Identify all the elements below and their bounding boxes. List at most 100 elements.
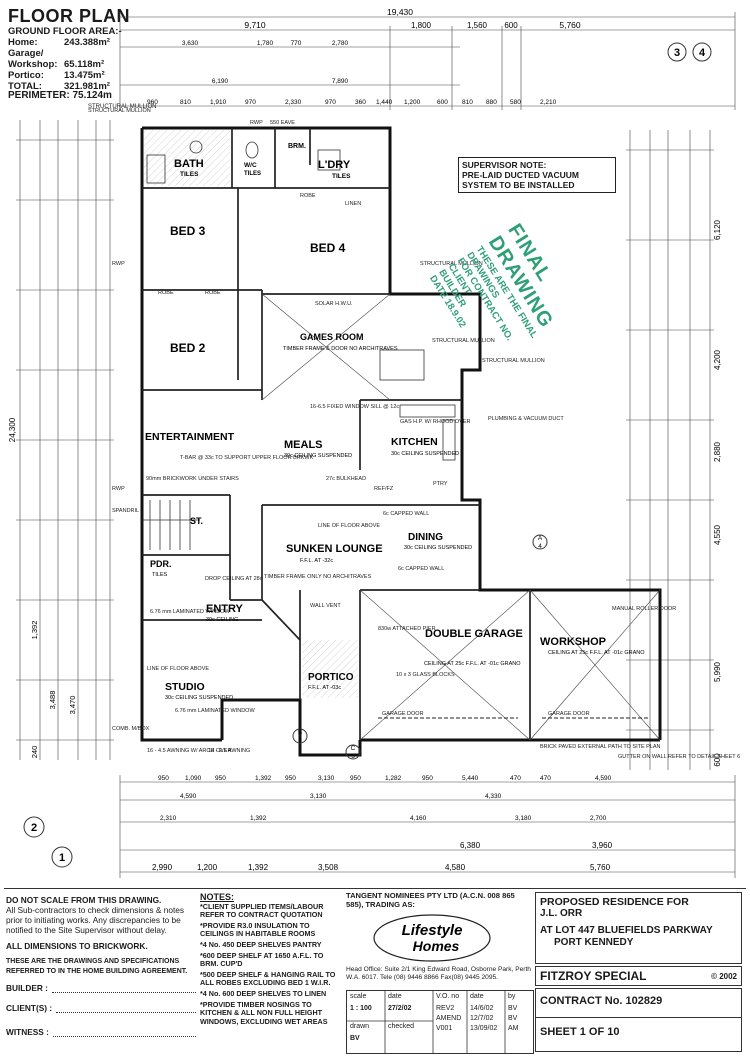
section-c-sheet: 5 — [351, 753, 355, 760]
dim-right-6: 600 — [713, 753, 722, 767]
fixtures — [142, 140, 456, 550]
dim-bottom-row1-2: 950 — [215, 775, 226, 782]
contract-box: CONTRACT No. 102829 SHEET 1 OF 10 — [535, 988, 742, 1052]
floor-plan-drawing: 19,430 9,710 1,800 1,560 600 5,760 3,630… — [8, 7, 740, 878]
room-meals-note: 30c CEILING SUSPENDED — [284, 453, 352, 459]
area-row-workshop: Workshop:65.118m² — [8, 59, 105, 70]
room-games-note: TIMBER FRAME & DOOR NO ARCHITRAVES — [283, 346, 398, 352]
label-robe-3: ROBE — [300, 193, 316, 199]
room-bed4: BED 4 — [310, 241, 346, 255]
dim-bottom-row3-1: 1,392 — [250, 815, 267, 822]
room-store: ST. — [190, 516, 203, 526]
structural-mullion-top: STRUCTURAL MULLION — [88, 104, 157, 110]
by-3: AM — [508, 1025, 519, 1032]
dim-left-2: 3,470 — [68, 696, 77, 715]
witness-signature-line: WITNESS : — [6, 1027, 196, 1037]
vo-1: REV2 — [436, 1005, 455, 1012]
dim-bottom-row1-11: 470 — [540, 775, 551, 782]
dim-bottom-row3-2: 4,160 — [410, 815, 427, 822]
label-brick-path: BRICK PAVED EXTERNAL PATH TO SITE PLAN — [540, 744, 661, 750]
label-garage-door-1: GARAGE DOOR — [382, 711, 424, 717]
room-wc: W/C — [244, 162, 257, 169]
area-row-portico: Portico:13.475m² — [8, 70, 105, 81]
dim-top-row2-d: 2,780 — [332, 40, 349, 47]
label-robe-2: ROBE — [205, 290, 221, 296]
design-name: FITZROY SPECIAL — [540, 969, 647, 983]
internal-walls — [142, 128, 531, 740]
room-kitchen: KITCHEN — [391, 436, 438, 448]
date-label: date — [388, 993, 402, 1000]
bath-tiles — [144, 130, 230, 186]
sheet-marker-left: 2 1 — [23, 816, 73, 868]
note-6: *4 No. 600 DEEP SHELVES TO LINEN — [200, 988, 327, 998]
room-entry: ENTRY — [206, 603, 244, 615]
label-garage-door-2: GARAGE DOOR — [548, 711, 590, 717]
label-awning-1: 16 - 4.5 AWNING W/ ARCH OVER — [147, 748, 231, 754]
dim-bottom-row4-0: 6,380 — [460, 841, 481, 850]
dim-top-row4-11: 880 — [486, 99, 497, 106]
dim-top-row2-a: 3,630 — [182, 40, 199, 47]
label-pantry: PTRY — [433, 481, 448, 487]
svg-text:4: 4 — [699, 47, 706, 59]
top-dimension-lines — [119, 12, 736, 110]
side-dimension-lines — [19, 120, 711, 770]
title-block — [4, 888, 746, 1057]
room-meals: MEALS — [284, 439, 323, 451]
dim-right-1: 6,120 — [713, 219, 722, 240]
label-awning-2: 18 - 2.5 AWNING — [208, 748, 250, 754]
label-glass-blocks: 10 x 3 GLASS BLOCKS — [396, 672, 455, 678]
area-row-total: TOTAL:321.981m² — [8, 81, 110, 92]
dim-left-4: 240 — [30, 746, 39, 759]
label-mullion-4: STRUCTURAL MULLION — [88, 108, 151, 114]
label-mullion-3: STRUCTURAL MULLION — [420, 261, 483, 267]
dim-bottom-row1-12: 4,590 — [595, 775, 612, 782]
section-markers: B 5 C 5 A 4 — [292, 534, 548, 760]
label-brickwork: 90mm BRICKWORK UNDER STAIRS — [146, 476, 239, 482]
checked-label: checked — [388, 1023, 415, 1030]
label-capped-wall-1: 6c CAPPED WALL — [383, 511, 429, 517]
drawn-label: drawn — [350, 1023, 370, 1030]
logo-line-1: Lifestyle — [402, 922, 463, 939]
dim-bottom-row2-0: 4,590 — [180, 793, 197, 800]
room-entertainment: ENTERTAINMENT — [145, 431, 235, 443]
label-plumbing: PLUMBING & VACUUM DUCT — [488, 416, 564, 422]
label-manual-roller: MANUAL ROLLER DOOR — [612, 606, 676, 612]
vo-date-label: date — [470, 993, 484, 1000]
dim-bottom-row5-0: 2,990 — [152, 863, 173, 872]
room-bath-note: TILES — [180, 171, 199, 178]
room-double-garage: DOUBLE GARAGE — [425, 628, 523, 640]
label-linen: LINEN — [345, 201, 361, 207]
logo-line-2: Homes — [413, 938, 460, 954]
proposed-client: J.L. ORR — [540, 908, 583, 919]
label-meter-box: COMB. M/BOX — [112, 726, 150, 732]
dim-top-row4-5: 970 — [325, 99, 336, 106]
room-workshop-note: CEILING AT 25c F.F.L. AT -01c GRANO — [548, 650, 645, 656]
label-gas-hp: GAS H.P. W/ RHOOD OVER — [400, 419, 471, 425]
room-dining-note: 30c CEILING SUSPENDED — [404, 545, 472, 551]
disclaimer-agreement: THESE ARE THE DRAWINGS AND SPECIFICATION… — [6, 958, 188, 975]
label-fixed-window: 16-6.5 FIXED WINDOW SILL @ 12c — [310, 404, 399, 410]
portico-paving — [302, 640, 358, 698]
scale-value: 1 : 100 — [350, 1005, 372, 1012]
section-b-sheet: 5 — [298, 737, 302, 744]
room-portico-note: F.F.L. AT -03c — [308, 685, 341, 691]
label-capped-wall-2: 6c CAPPED WALL — [398, 566, 444, 572]
sheet-number: SHEET 1 OF 10 — [540, 1026, 620, 1038]
room-labels: BATH TILES L'DRY TILES W/C TILES BRM. BE… — [145, 143, 645, 701]
dim-right-3: 2,880 — [713, 441, 722, 462]
dim-top-row2-b: 1,780 — [257, 40, 274, 47]
room-laundry-note: TILES — [332, 173, 351, 180]
vo-date-2: 12/7/02 — [470, 1015, 494, 1022]
dim-right-2: 4,200 — [713, 349, 722, 370]
notes-title: NOTES: — [200, 892, 235, 902]
dim-left-3: 1,392 — [30, 621, 39, 640]
label-laminated-1: 6.76 mm LAMINATED WINDOW — [150, 609, 230, 615]
section-a-letter: A — [538, 535, 543, 542]
revision-table-grid — [347, 991, 506, 1053]
perimeter-label: PERIMETER: 75.124m — [8, 90, 112, 101]
svg-text:2: 2 — [31, 822, 37, 834]
dim-bottom-row1-0: 950 — [158, 775, 169, 782]
head-office-address: Head Office: Suite 2/1 King Edward Road,… — [346, 966, 531, 981]
date-value: 27/2/02 — [388, 1005, 412, 1012]
note-4: *600 DEEP SHELF AT 1650 A.F.L. TO BRM. C… — [200, 950, 324, 969]
